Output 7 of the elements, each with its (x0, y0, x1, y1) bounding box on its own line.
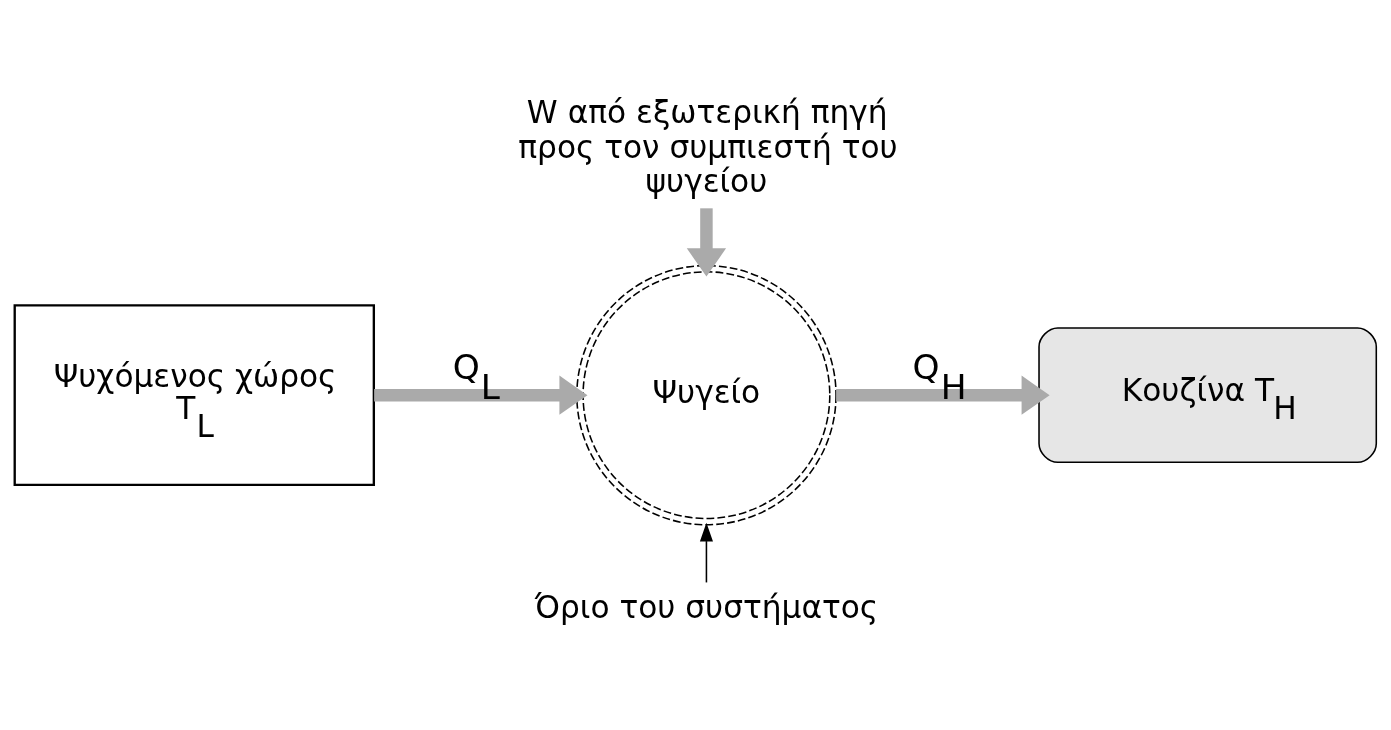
arrow (374, 375, 588, 415)
arrow (836, 375, 1050, 415)
node-text: Όριο του συστήματος (534, 588, 879, 625)
arrow (699, 522, 713, 583)
node-circle: Ψυγείο (576, 264, 837, 526)
arrow (686, 207, 727, 276)
node-text: W από εξωτερική πηγή προς τον συμπιεστή του ψυγείου (518, 93, 898, 199)
